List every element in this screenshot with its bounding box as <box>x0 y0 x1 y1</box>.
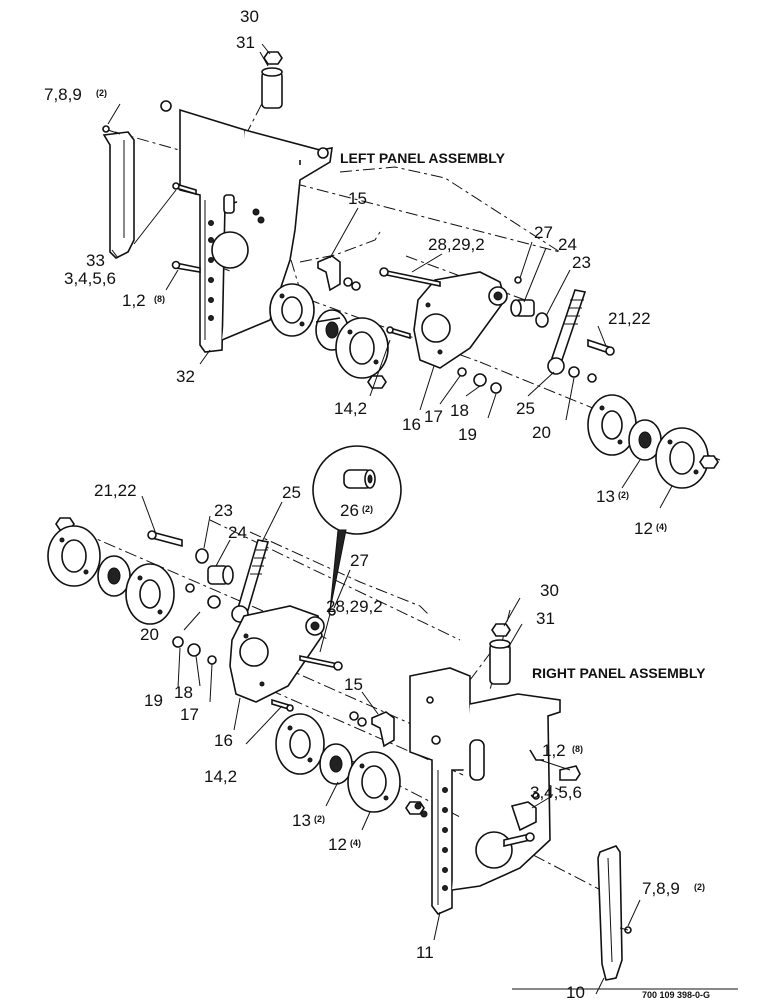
left-callout-17: 17 <box>424 407 443 426</box>
left-callout-21-22: 21,22 <box>608 309 651 328</box>
left-callout-27: 27 <box>534 223 553 242</box>
left-spring-arm <box>510 276 615 383</box>
left-callout-16: 16 <box>402 415 421 434</box>
right-callout-13: 13 <box>292 811 311 830</box>
left-callout-7-8-9-qty: (2) <box>96 88 107 98</box>
left-callout-24: 24 <box>558 235 577 254</box>
left-plate-16 <box>379 267 508 369</box>
left-bearing-stack-2 <box>587 394 719 489</box>
right-callout-1-2-qty: (8) <box>572 744 583 754</box>
right-callout-12-qty: (4) <box>350 838 361 848</box>
left-callout-20: 20 <box>532 423 551 442</box>
right-callout-10: 10 <box>566 983 585 1000</box>
left-leaders <box>107 43 673 509</box>
left-callout-33: 33 <box>86 251 105 270</box>
left-callout-30: 30 <box>240 7 259 26</box>
left-bracket-33 <box>102 125 135 259</box>
right-bearing-stack-2 <box>275 713 425 815</box>
left-callout-28-29-2: 28,29,2 <box>428 235 485 254</box>
left-callout-3-4-5-6: 3,4,5,6 <box>64 269 116 288</box>
right-callout-17: 17 <box>180 705 199 724</box>
right-callout-21-22: 21,22 <box>94 481 137 500</box>
right-bearing-stack-1 <box>47 517 175 625</box>
right-plate-16 <box>229 605 343 712</box>
right-panel-assembly: RIGHT PANEL ASSEMBLY 21,22 23 24 25 26 (… <box>47 445 706 1000</box>
left-callout-18: 18 <box>450 401 469 420</box>
right-callout-26-qty: (2) <box>362 504 373 514</box>
left-callout-1-2-qty: (8) <box>154 294 165 304</box>
left-callout-14-2: 14,2 <box>334 399 367 418</box>
left-callout-15: 15 <box>348 189 367 208</box>
right-callout-24: 24 <box>228 523 247 542</box>
drawing-number: 700 109 398-0-G <box>642 990 710 1000</box>
left-washers <box>457 367 502 394</box>
right-panel-11 <box>409 667 561 915</box>
left-callout-25: 25 <box>516 399 535 418</box>
right-callout-30: 30 <box>540 581 559 600</box>
left-callout-1-2: 1,2 <box>122 291 146 310</box>
right-washers <box>172 636 217 665</box>
right-panel-assembly-title: RIGHT PANEL ASSEMBLY <box>532 665 706 681</box>
left-callout-13-qty: (2) <box>618 490 629 500</box>
right-callout-19: 19 <box>144 691 163 710</box>
left-bearing-stack <box>269 283 411 389</box>
right-callout-7-8-9-qty: (2) <box>694 882 705 892</box>
right-clip-15 <box>349 711 395 748</box>
right-leaders <box>141 495 641 995</box>
left-callout-19: 19 <box>458 425 477 444</box>
right-callout-25: 25 <box>282 483 301 502</box>
right-callout-1-2: 1,2 <box>542 741 566 760</box>
right-detail-26 <box>312 445 402 611</box>
right-plug-30-31 <box>489 623 511 685</box>
left-callout-23: 23 <box>572 253 591 272</box>
right-callout-28-29-2: 28,29,2 <box>326 597 383 616</box>
right-callout-26: 26 <box>340 501 359 520</box>
left-callout-7-8-9: 7,8,9 <box>44 85 82 104</box>
right-callout-16: 16 <box>214 731 233 750</box>
right-callout-7-8-9: 7,8,9 <box>642 879 680 898</box>
right-callout-23: 23 <box>214 501 233 520</box>
left-panel-assembly-title: LEFT PANEL ASSEMBLY <box>340 150 506 166</box>
right-callout-20: 20 <box>140 625 159 644</box>
left-plug-30-31 <box>261 51 283 109</box>
right-bracket-10 <box>597 845 632 981</box>
left-callout-12-qty: (4) <box>656 522 667 532</box>
right-callout-11: 11 <box>416 943 434 962</box>
right-callout-15: 15 <box>344 675 363 694</box>
left-panel-assembly: LEFT PANEL ASSEMBLY 30 31 7,8,9 (2) 33 3… <box>44 7 721 538</box>
right-bolts <box>503 765 581 848</box>
right-callout-13-qty: (2) <box>314 814 325 824</box>
right-callout-14-2: 14,2 <box>204 767 237 786</box>
left-callout-13: 13 <box>596 487 615 506</box>
right-callout-12: 12 <box>328 835 347 854</box>
left-callout-32: 32 <box>176 367 195 386</box>
left-callout-31: 31 <box>236 33 255 52</box>
left-clip-15 <box>317 255 361 292</box>
left-bolts <box>171 182 201 273</box>
right-callout-3-4-5-6: 3,4,5,6 <box>530 783 582 802</box>
left-callout-12: 12 <box>634 519 653 538</box>
right-callout-18: 18 <box>174 683 193 702</box>
right-callout-27: 27 <box>350 551 369 570</box>
right-callout-31: 31 <box>536 609 555 628</box>
